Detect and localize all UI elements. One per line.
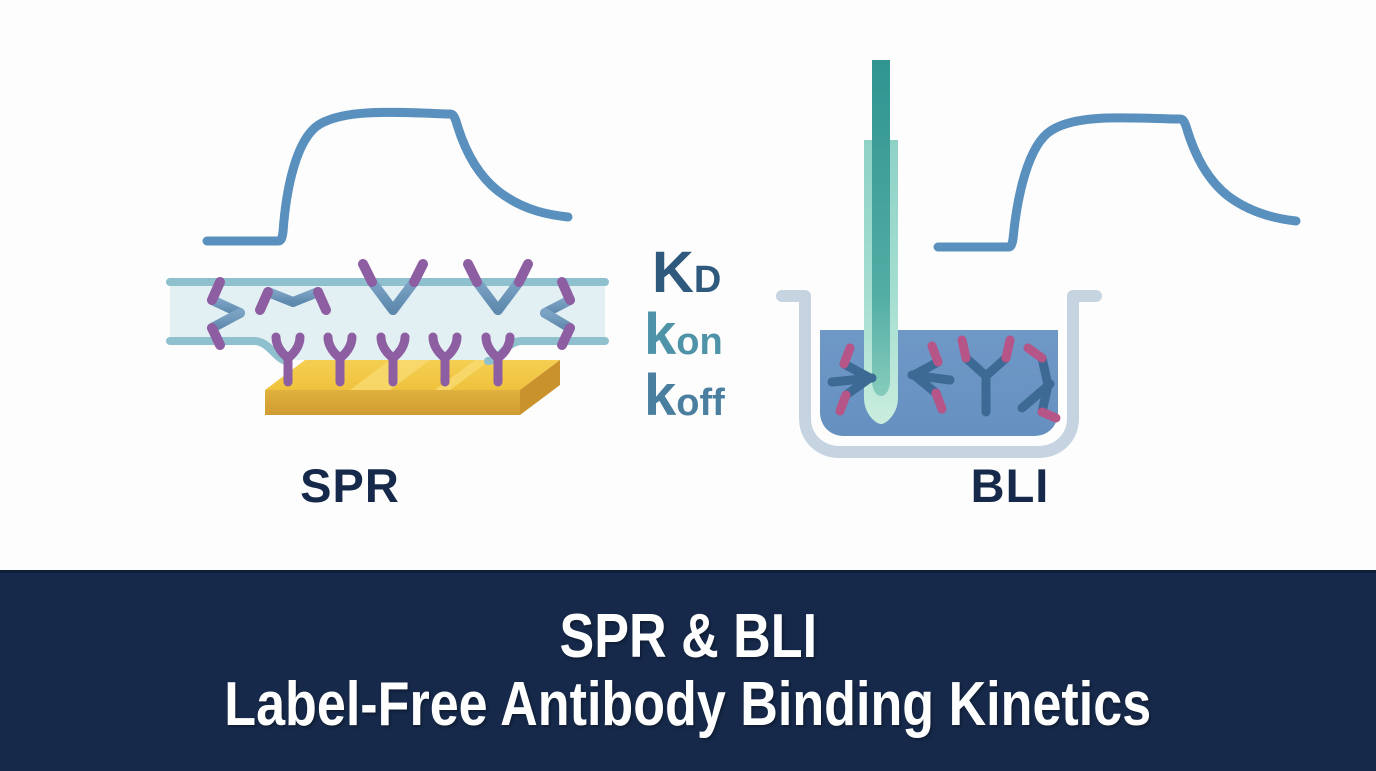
kon-label: kon bbox=[644, 306, 774, 364]
koff-symbol: k bbox=[644, 362, 677, 428]
bli-panel bbox=[776, 60, 1301, 458]
title-banner: SPR & BLI Label-Free Antibody Binding Ki… bbox=[0, 570, 1376, 771]
bli-well-antibody bbox=[907, 341, 955, 414]
kd-symbol: K bbox=[652, 240, 694, 305]
bli-sensorgram-curve bbox=[933, 113, 1301, 252]
bli-well-antibody bbox=[1017, 343, 1061, 423]
spr-bound-antibody bbox=[463, 259, 533, 357]
bli-well-antibody bbox=[957, 335, 1015, 417]
banner-title-line-2: Label-Free Antibody Binding Kinetics bbox=[224, 670, 1152, 740]
bli-fiber-optic-probe bbox=[864, 60, 898, 424]
spr-panel bbox=[166, 107, 609, 415]
figure-artboard: SPR KD kon koff bbox=[166, 60, 1301, 512]
spr-gold-sensor-chip bbox=[265, 360, 560, 415]
kd-subscript: D bbox=[693, 259, 722, 301]
koff-subscript: off bbox=[676, 381, 725, 424]
spr-free-antibody bbox=[255, 287, 331, 341]
bli-caption: BLI bbox=[970, 459, 1050, 512]
spr-sensorgram-curve bbox=[202, 107, 573, 246]
kinetics-constants-group: KD kon koff bbox=[624, 244, 774, 425]
koff-label: koff bbox=[644, 366, 774, 424]
spr-bound-antibody bbox=[358, 259, 428, 357]
spr-caption: SPR bbox=[300, 459, 400, 512]
kon-symbol: k bbox=[644, 302, 677, 368]
spr-free-antibody bbox=[538, 277, 585, 350]
kd-label: KD bbox=[652, 244, 774, 302]
spr-free-antibody bbox=[195, 277, 247, 350]
bli-well-antibody bbox=[827, 343, 877, 416]
kon-subscript: on bbox=[676, 321, 723, 364]
banner-title-line-1: SPR & BLI bbox=[559, 602, 817, 672]
